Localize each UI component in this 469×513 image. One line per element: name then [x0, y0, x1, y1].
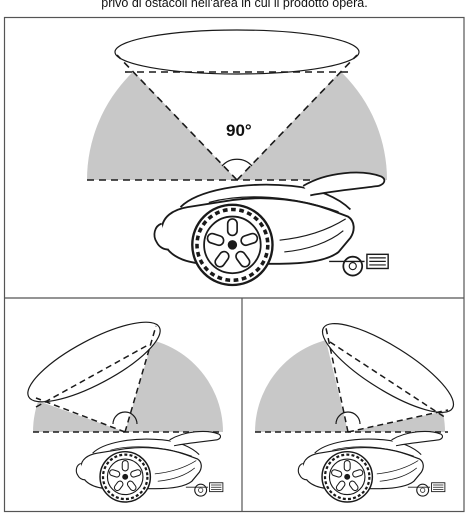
robotic-mower-right — [297, 430, 446, 504]
cone-edge-right — [236, 54, 358, 181]
top-panel: 90° — [87, 29, 390, 287]
robotic-mower-top — [152, 170, 390, 287]
caption-text: privo di ostacoli nell'area in cui il pr… — [101, 0, 368, 10]
angle-label: 90° — [226, 121, 252, 140]
detection-cone-ellipse-right — [321, 323, 455, 413]
detection-sector-right — [255, 337, 350, 432]
bottom-left-panel — [27, 321, 224, 504]
bottom-right-panel — [255, 321, 455, 504]
angle-arc — [221, 158, 253, 167]
robotic-mower-left — [75, 430, 224, 504]
detection-cone-ellipse — [114, 29, 360, 75]
detection-cone-ellipse-left — [27, 321, 161, 403]
cone-edge-left — [116, 54, 238, 181]
outer-frame — [3, 16, 465, 513]
